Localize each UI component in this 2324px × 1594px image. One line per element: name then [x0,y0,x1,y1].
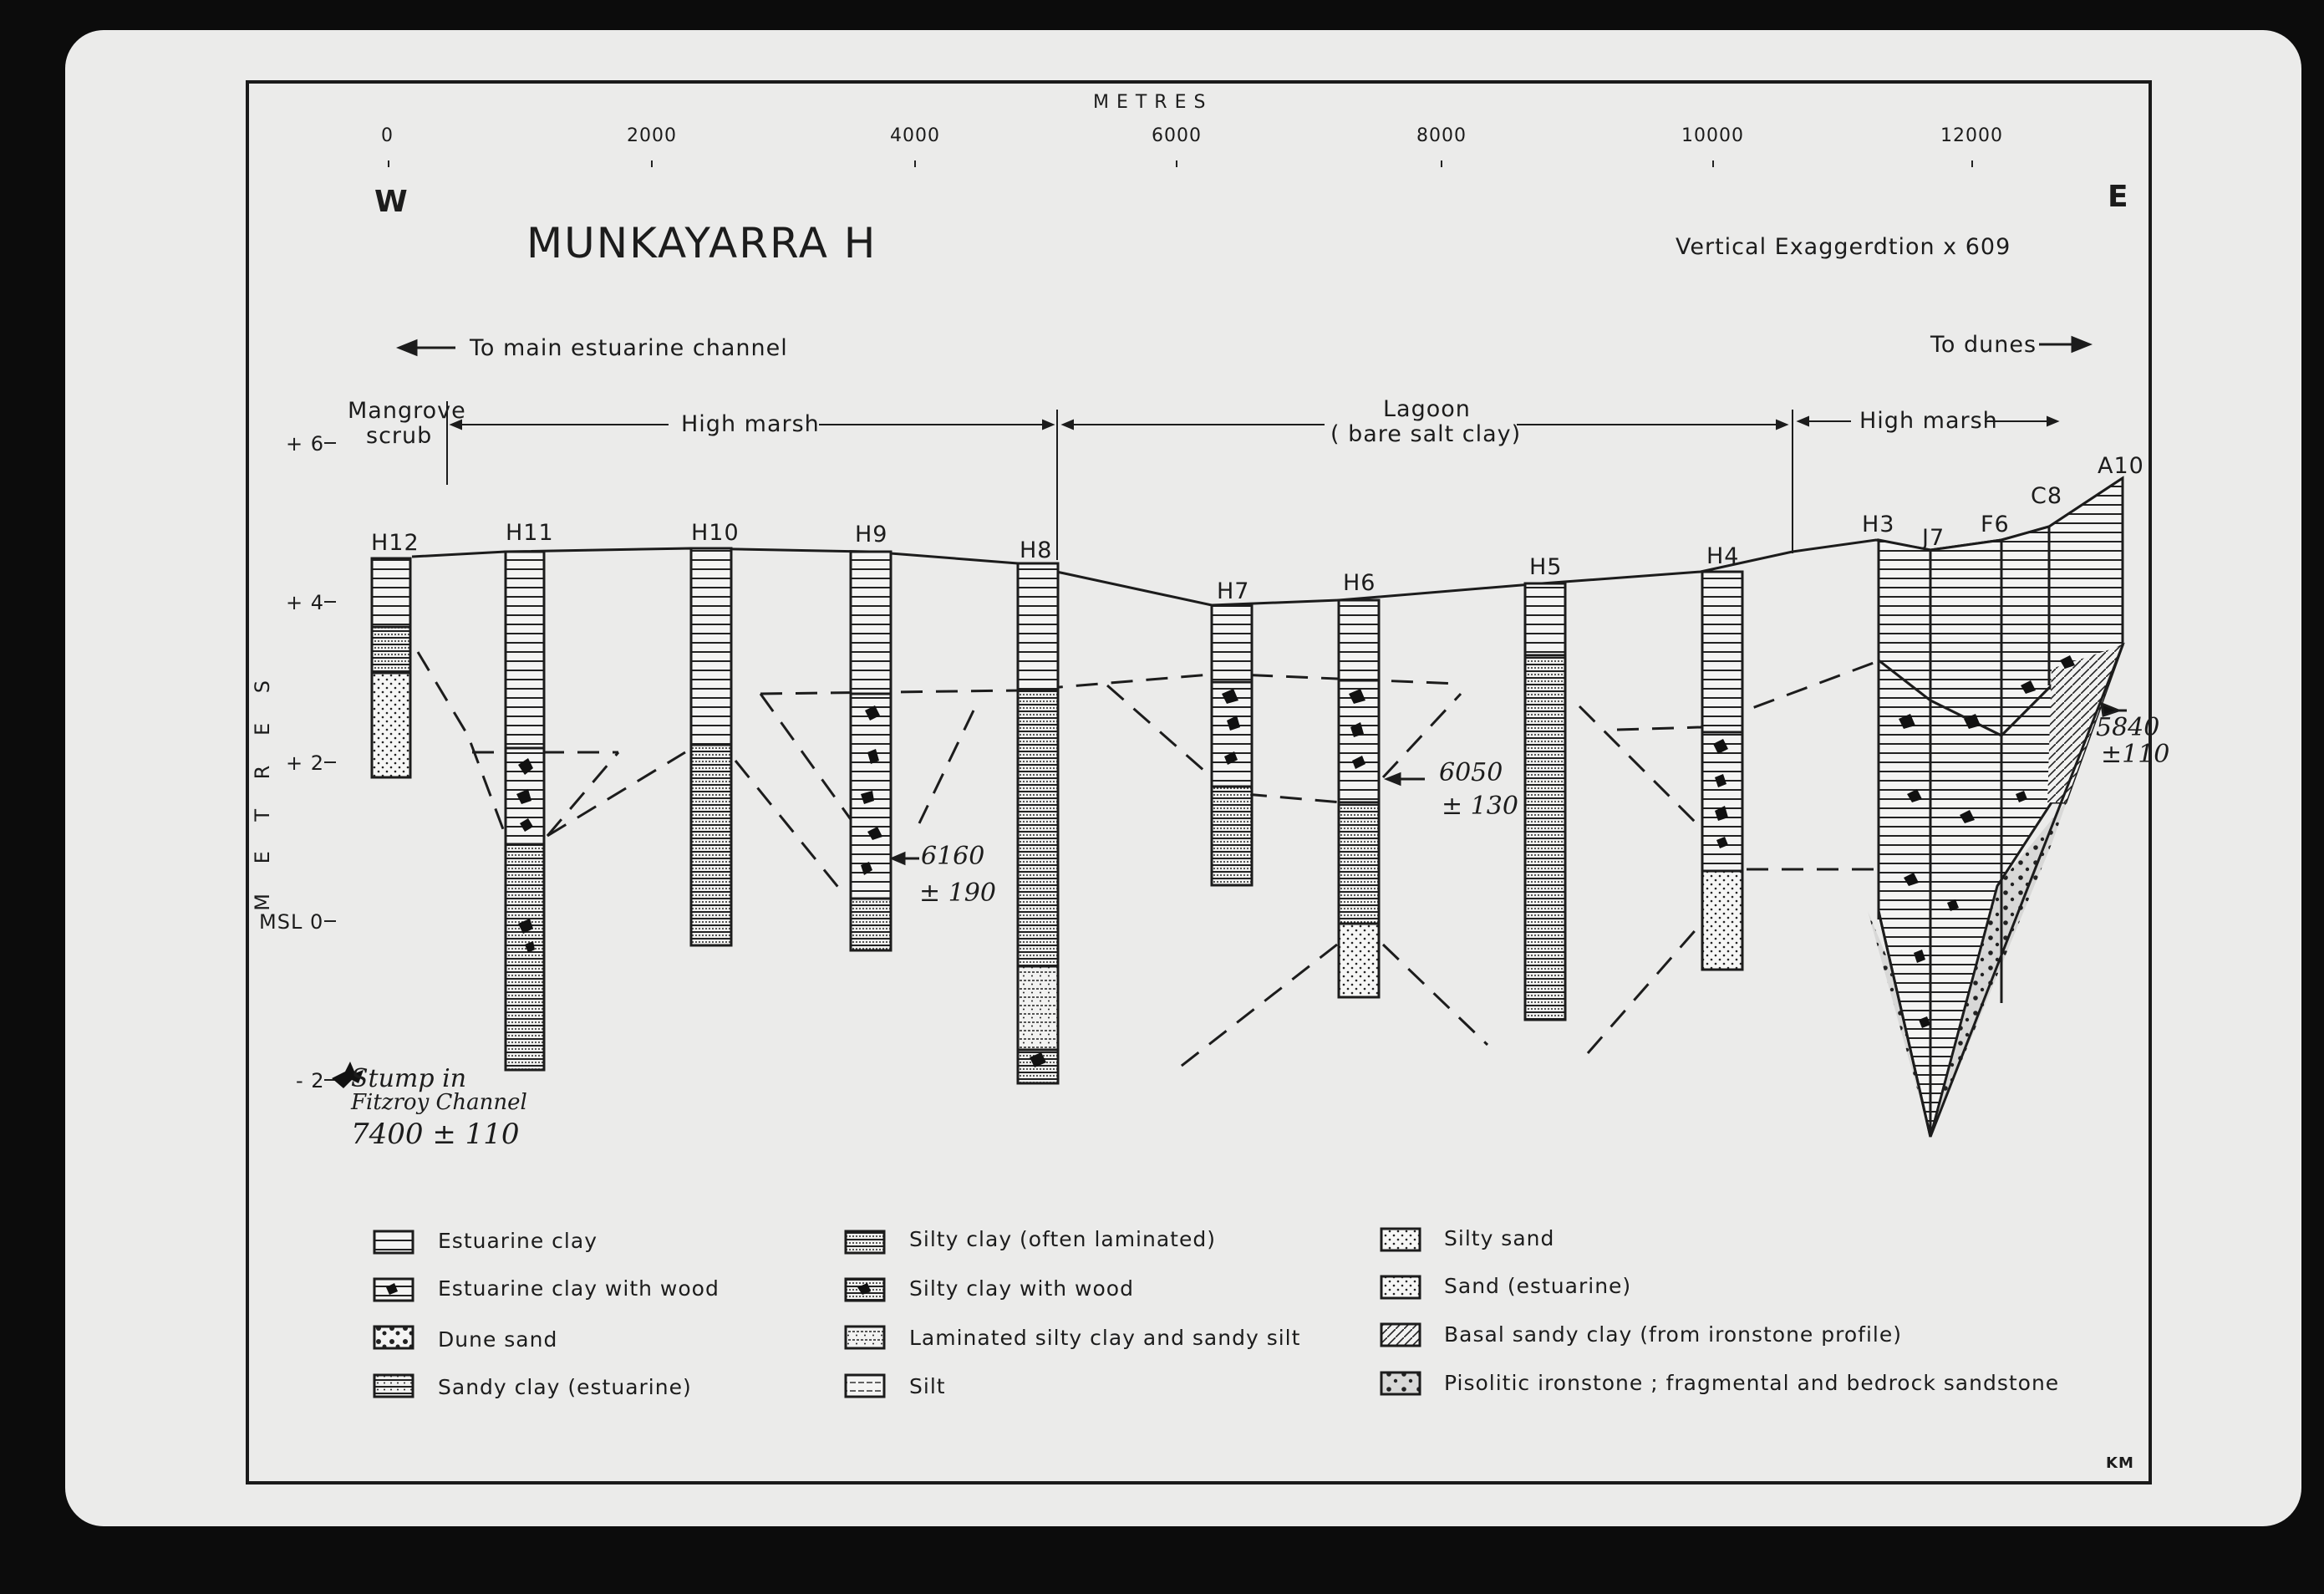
west-label: W [374,187,408,217]
h9-date-line2: ± 190 [919,881,996,906]
legend-pisolitic-ironstone: Pisolitic ironstone ; fragmental and bed… [1444,1372,2059,1393]
legend-silty-clay-wood: Silty clay with wood [909,1278,1134,1299]
core-label-H6: H6 [1343,572,1376,594]
core-label-H11: H11 [506,522,554,544]
legend-silty-sand: Silty sand [1444,1228,1554,1249]
x-tick-6000: 6000 [1152,127,1202,145]
x-tick-8000: 8000 [1416,127,1467,145]
legend-swatches [374,1229,1420,1397]
vertical-exaggeration: Vertical Exaggerdtion x 609 [1676,236,2011,258]
stump-date-line3: 7400 ± 110 [351,1120,520,1148]
stump-date-line1: Stump in [351,1067,466,1092]
east-label: E [2108,182,2128,212]
core-label-H9: H9 [855,523,887,546]
y-axis-ticks [324,443,336,1080]
core-H7 [1212,605,1252,885]
figure-title: MUNKAYARRA H [526,222,877,264]
zone-mangrove-line1: Mangrove [348,400,466,422]
h6-date-line1: 6050 [1439,761,1503,786]
direction-right-label: To dunes [1930,334,2037,356]
zone-high-marsh-2: High marsh [1859,410,1998,432]
core-label-A10: A10 [2098,455,2144,477]
x-tick-2000: 2000 [627,127,677,145]
y-axis-title: M E T R E S [251,669,274,911]
core-H9 [851,552,891,950]
y-tick-plus2: + 2 [286,753,324,773]
x-axis-title: M E T R E S [1093,94,1206,112]
x-tick-0: 0 [381,127,394,145]
core-label-H10: H10 [691,522,740,544]
legend-dune-sand: Dune sand [438,1329,557,1350]
core-label-H8: H8 [1020,539,1052,562]
legend-silty-clay: Silty clay (often laminated) [909,1229,1216,1250]
core-label-H5: H5 [1529,556,1562,578]
h6-date-line2: ± 130 [1442,794,1518,819]
legend-sandy-clay: Sandy clay (estuarine) [438,1377,692,1398]
direction-left-label: To main estuarine channel [470,337,788,359]
x-tick-4000: 4000 [890,127,940,145]
core-H11 [506,552,544,1070]
y-tick-plus6: + 6 [286,434,324,454]
zone-high-marsh-1: High marsh [681,413,820,435]
a10-date-line2: ±110 [2101,742,2169,767]
zone-lagoon-line1: Lagoon [1383,398,1471,420]
stump-date-line2: Fitzroy Channel [351,1092,527,1113]
legend-laminated: Laminated silty clay and sandy silt [909,1327,1300,1348]
core-label-C8: C8 [2031,485,2062,507]
ground-surface-line [412,478,2123,605]
x-tick-12000: 12000 [1940,127,2003,145]
legend-estuarine-clay-wood: Estuarine clay with wood [438,1278,720,1299]
y-tick-minus2: - 2 [296,1071,325,1091]
core-label-J7: J7 [1922,527,1945,549]
legend-basal-sandy-clay: Basal sandy clay (from ironstone profile… [1444,1324,1902,1345]
x-tick-10000: 10000 [1681,127,1744,145]
correlation-lines [418,652,1880,1072]
core-H5 [1525,583,1565,1020]
legend-estuarine-clay: Estuarine clay [438,1230,598,1251]
core-H8 [1018,563,1058,1083]
zone-lagoon-line2: ( bare salt clay) [1330,423,1521,446]
core-H12 [372,558,410,777]
core-H4 [1702,572,1742,970]
core-label-H7: H7 [1217,580,1249,603]
core-label-F6: F6 [1981,513,2010,536]
core-H10 [691,548,731,945]
a10-date-line1: 5840 [2096,716,2159,741]
core-group-east [1868,478,2127,1137]
legend-sand: Sand (estuarine) [1444,1276,1631,1296]
credit-initials: KM [2106,1456,2134,1471]
zone-mangrove-line2: scrub [366,425,432,447]
h9-date-line1: 6160 [921,844,984,869]
core-H6 [1339,600,1379,997]
x-axis-ticks [389,160,1972,167]
y-tick-plus4: + 4 [286,593,324,613]
core-label-H4: H4 [1706,545,1739,568]
core-label-H12: H12 [371,532,420,554]
legend-silt: Silt [909,1376,946,1397]
y-tick-msl0: MSL 0 [259,912,323,932]
core-label-H3: H3 [1862,513,1894,536]
